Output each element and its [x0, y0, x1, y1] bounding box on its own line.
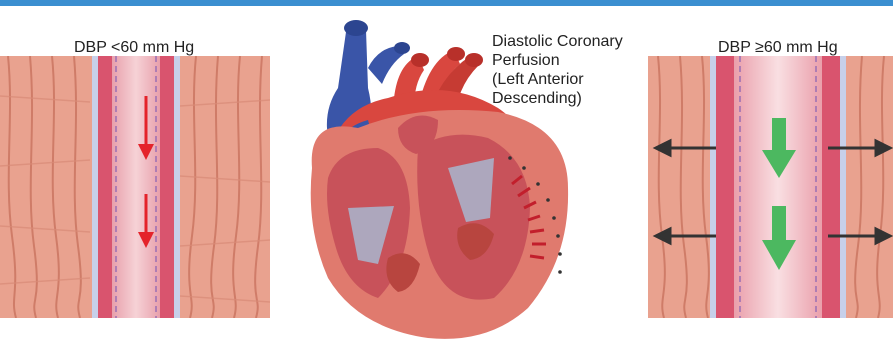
right-panel-label: DBP ≥60 mm Hg [718, 38, 838, 58]
normal-dbp-vessel-illustration [648, 56, 893, 318]
vessel-lumen [734, 56, 822, 318]
low-dbp-vessel-illustration [0, 56, 270, 318]
heart-cross-section-illustration [298, 8, 588, 344]
left-panel-label: DBP <60 mm Hg [74, 38, 194, 58]
vessel-lumen [112, 56, 160, 318]
header-bar [0, 0, 893, 6]
